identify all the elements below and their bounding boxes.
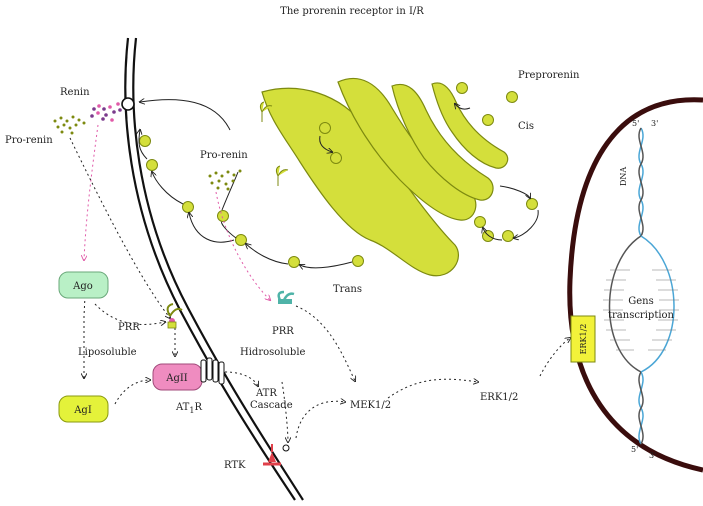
label-renin: Renin [60, 87, 90, 98]
agi-label: AgI [73, 405, 92, 416]
label-prr-left: PRR [118, 322, 140, 333]
nucleus-envelope [567, 97, 703, 473]
rtk-icon [263, 444, 290, 466]
membrane-receptor [121, 97, 135, 111]
label-cis: Cis [518, 121, 534, 132]
dna-helix [603, 127, 679, 445]
label-gens: Gens [628, 296, 653, 307]
receptor-icon [166, 303, 183, 329]
ago-label: Ago [72, 281, 93, 292]
label-dna: DNA [619, 167, 628, 186]
vesicles [139, 82, 538, 268]
label-5prime-top: 5' [632, 119, 639, 128]
label-hidrosoluble: Hidrosoluble [240, 347, 306, 358]
label-prr-right: PRR [272, 326, 294, 337]
erk-nuclear-label: ERK1/2 [579, 324, 588, 355]
trafficking-arrows [139, 100, 539, 268]
label-at1r: AT1R [175, 402, 202, 415]
label-preprorenin: Preprorenin [518, 70, 580, 81]
renin-dots [90, 102, 122, 122]
ago-box [58, 271, 109, 299]
receptor-icon [259, 101, 289, 186]
label-atr: ATR [255, 388, 277, 399]
erk-nuclear-box [570, 315, 596, 363]
agi-box [58, 395, 109, 423]
label-3prime-top: 3' [651, 119, 658, 128]
label-liposoluble: Liposoluble [78, 347, 137, 358]
label-trans: Trans [333, 284, 362, 295]
label-5prime-bottom: 5' [631, 445, 638, 454]
prorenin-dots-left [53, 115, 86, 135]
dotted-paths [69, 124, 570, 442]
diagram-title: The prorenin receptor in I/R [280, 6, 424, 17]
label-prorenin-left: Pro-renin [5, 135, 53, 146]
at1r-channel-icon [200, 357, 225, 385]
label-transcription: transcription [608, 310, 675, 321]
agii-label: AgII [165, 373, 188, 384]
receptor-icon [277, 290, 295, 304]
prorenin-dots-mid [208, 169, 242, 191]
label-rtk: RTK [224, 460, 246, 471]
golgi-apparatus [261, 77, 509, 277]
label-cascade: Cascade [250, 400, 293, 411]
label-erk: ERK1/2 [480, 392, 518, 403]
label-mek: MEK1/2 [350, 400, 391, 411]
label-3prime-bottom: 3' [649, 451, 656, 460]
label-prorenin-mid: Pro-renin [200, 150, 248, 161]
